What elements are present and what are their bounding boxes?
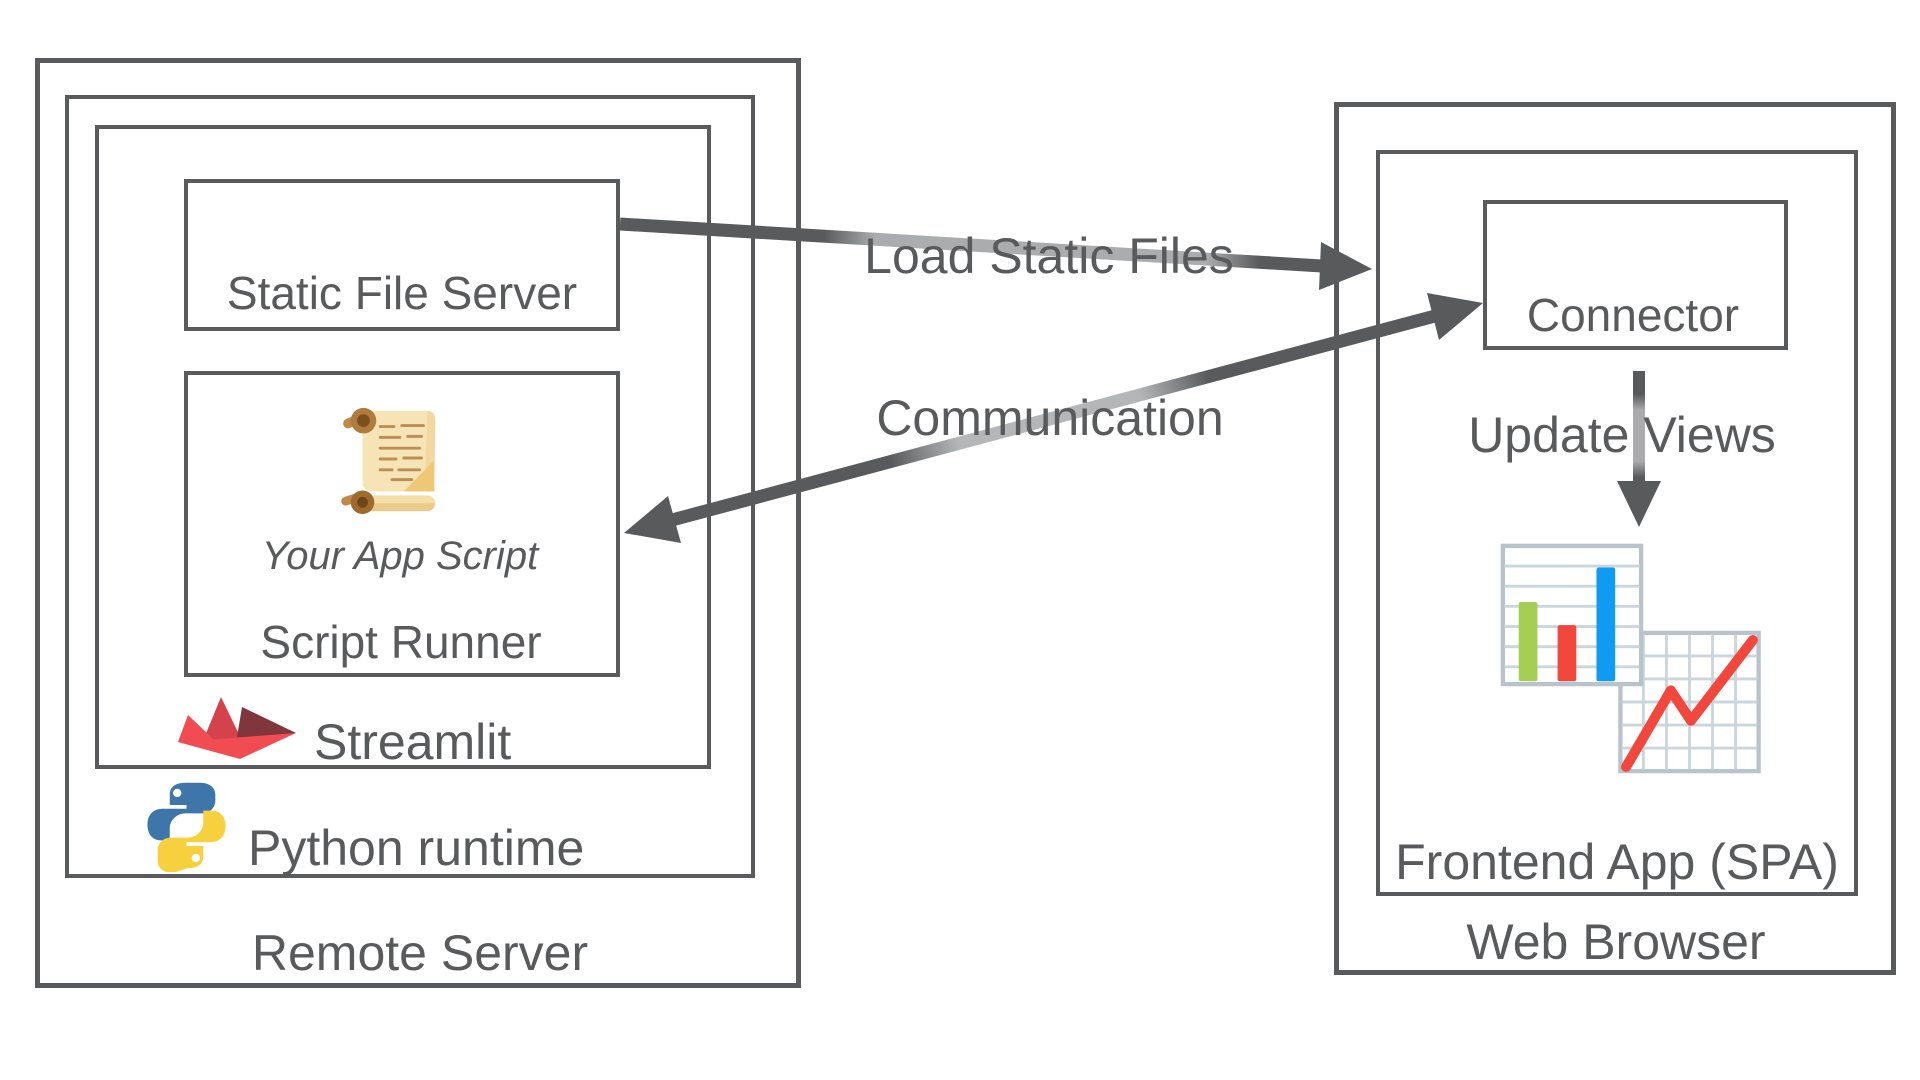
static-file-server-box xyxy=(184,179,620,331)
your-app-script-label: Your App Script xyxy=(261,534,539,578)
script-runner-box xyxy=(184,371,620,677)
python-runtime-label: Python runtime xyxy=(248,820,585,876)
connector-label: Connector xyxy=(1526,289,1740,341)
scroll-icon xyxy=(341,407,436,515)
streamlit-label: Streamlit xyxy=(314,714,512,770)
communication-arrow-label: Communication xyxy=(876,390,1224,446)
load-static-files-arrow-label: Load Static Files xyxy=(864,228,1234,284)
python-logo-icon xyxy=(147,782,226,872)
web-browser-label: Web Browser xyxy=(1466,914,1766,970)
static-file-server-label: Static File Server xyxy=(226,267,578,319)
bar-chart-icon xyxy=(1500,543,1644,687)
frontend-app-label: Frontend App (SPA) xyxy=(1395,834,1839,890)
streamlit-logo-icon xyxy=(178,697,296,759)
update-views-arrow-label: Update Views xyxy=(1468,407,1776,463)
script-runner-label: Script Runner xyxy=(260,616,542,668)
line-chart-icon xyxy=(1618,630,1761,774)
connector-box xyxy=(1483,200,1788,350)
remote-server-label: Remote Server xyxy=(251,925,589,981)
